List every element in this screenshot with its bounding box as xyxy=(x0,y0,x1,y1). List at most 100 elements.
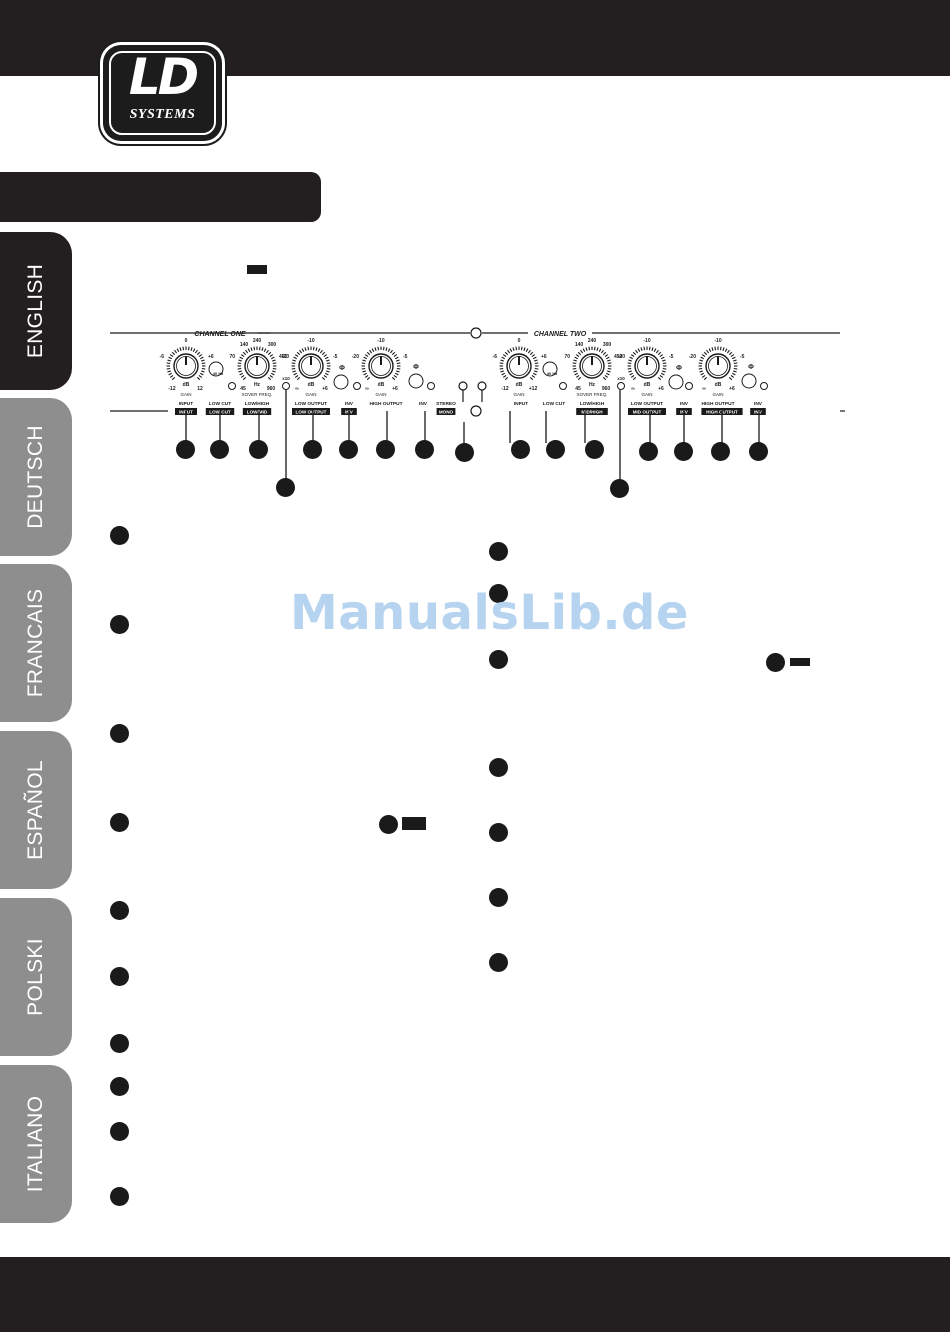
knob-tick xyxy=(700,372,704,376)
knob-tick xyxy=(167,370,171,373)
knob-tick xyxy=(396,362,401,365)
item-bullet-16 xyxy=(489,888,508,907)
item-bullet-13 xyxy=(489,650,508,669)
knob-unit: dB xyxy=(308,382,315,388)
knob-tick xyxy=(325,372,329,376)
knob-tick xyxy=(258,346,261,351)
item-bullet-14 xyxy=(489,758,508,777)
knob-tick xyxy=(629,356,633,360)
knob-tick xyxy=(387,348,391,352)
knob-tick xyxy=(238,370,242,373)
knob-tick xyxy=(661,372,665,376)
knob-tick xyxy=(502,354,507,358)
ld-systems-logo: LD SYSTEMS xyxy=(103,45,222,141)
knob-tick xyxy=(201,367,206,370)
knob-unit: dB xyxy=(644,382,651,388)
knob-tick xyxy=(501,372,505,376)
knob-tick xyxy=(499,367,504,370)
knob-tick xyxy=(377,346,380,351)
knob-tick xyxy=(627,362,632,365)
knob-tick xyxy=(396,367,401,370)
knob-tick xyxy=(187,346,190,351)
knob-tick xyxy=(169,354,174,358)
knob-tick xyxy=(250,347,253,351)
knob-tick xyxy=(265,349,269,354)
knob-body xyxy=(506,353,532,379)
item-bullet-15 xyxy=(489,823,508,842)
callout-marker-3 xyxy=(249,440,268,459)
knob-tick xyxy=(607,359,611,362)
knob-tick xyxy=(577,351,582,356)
knob-tick xyxy=(596,347,599,351)
knob-tick xyxy=(292,359,296,362)
knob-tick xyxy=(166,362,171,365)
knob-tick xyxy=(182,346,185,351)
knob-tick xyxy=(317,348,321,352)
item-bullet-4 xyxy=(110,813,129,832)
knob-tick xyxy=(531,374,536,378)
knob-tick xyxy=(174,349,178,354)
tab-english[interactable]: ENGLISH xyxy=(0,232,72,390)
knob-tick xyxy=(655,349,659,354)
knob-tick xyxy=(239,372,243,376)
phase-symbol-2: Φ xyxy=(413,364,419,371)
knob-tick xyxy=(363,356,367,360)
tab-francais[interactable]: FRANCAIS xyxy=(0,564,72,722)
knob-tick xyxy=(319,349,323,354)
ch1-section-label: INV xyxy=(345,401,354,407)
knob-tick xyxy=(732,356,736,360)
ch2-box-label-0-bg xyxy=(576,408,608,415)
knob-tick xyxy=(272,359,276,362)
knob-tick xyxy=(630,354,635,358)
knob-scale-bottom-right: +6 xyxy=(322,386,328,392)
knob-tick xyxy=(242,351,247,356)
ch1-section-label: LOW CUT xyxy=(209,401,231,407)
knob-tick xyxy=(730,354,735,358)
knob-tick xyxy=(192,348,196,352)
knob-tick xyxy=(389,349,393,354)
phase-symbol-1: Φ xyxy=(339,365,345,372)
knob-body xyxy=(173,353,199,379)
logo-systems-text: SYSTEMS xyxy=(129,107,196,122)
knob-tick xyxy=(382,346,385,351)
knob-tick xyxy=(662,362,667,365)
item-bullet-12 xyxy=(489,584,508,603)
knob-tick xyxy=(728,351,733,356)
switch-button-7 xyxy=(542,361,558,377)
switch-button-9 xyxy=(617,382,625,390)
tab-deutsch[interactable]: DEUTSCH xyxy=(0,398,72,556)
knob-tick xyxy=(574,372,578,376)
knob-scale-top: -10 xyxy=(307,338,314,344)
knob-tick xyxy=(714,346,717,351)
inline-bullet-13 xyxy=(766,653,785,672)
knob-tick xyxy=(361,362,366,365)
ch1-box-label-2-bg xyxy=(242,408,272,415)
knob-tick xyxy=(369,349,373,354)
knob-scale-top-right: 300 xyxy=(268,342,277,348)
knob-tick xyxy=(602,351,607,356)
knob-tick xyxy=(253,346,256,351)
knob-scale-bottom-right: 960 xyxy=(602,386,611,392)
tab-italiano[interactable]: ITALIANO xyxy=(0,1065,72,1223)
knob-tick xyxy=(531,354,536,358)
tab-espanol[interactable]: ESPAÑOL xyxy=(0,731,72,889)
x10-label-ch2: x10 xyxy=(617,376,625,381)
knob-scale-top: -10 xyxy=(714,338,721,344)
knob-scale-top-left: 140 xyxy=(240,342,249,348)
knob-tick xyxy=(237,367,242,370)
section-title-bar xyxy=(0,172,321,222)
knob-scale-top: 240 xyxy=(253,338,262,344)
knob-tick xyxy=(167,359,171,362)
tab-polski[interactable]: POLSKI xyxy=(0,898,72,1056)
knob-tick xyxy=(648,346,651,351)
callout-marker-5 xyxy=(303,440,322,459)
knob-tick xyxy=(315,347,318,351)
knob-tick xyxy=(525,348,529,352)
knob-scale-bottom-left: ∞ xyxy=(295,386,299,392)
knob-tick xyxy=(201,362,206,365)
ch1-box-label-5: MONO xyxy=(439,410,454,415)
ch2-section-label: INPUT xyxy=(514,401,528,407)
knob-scale-right: +6 xyxy=(541,354,547,360)
lowcut-freq-label-ch1: 40 Hz xyxy=(213,371,223,376)
